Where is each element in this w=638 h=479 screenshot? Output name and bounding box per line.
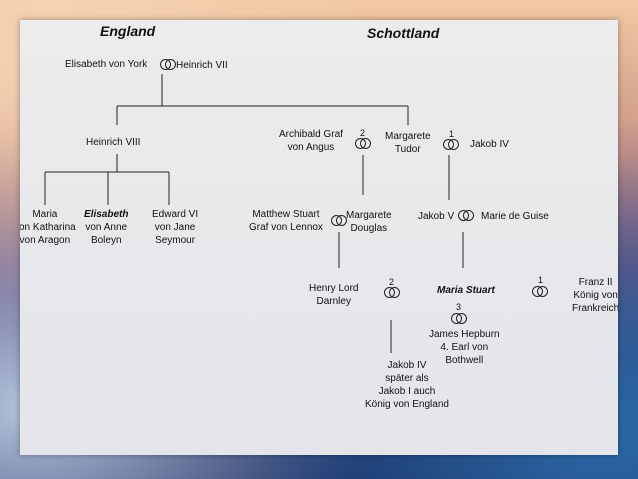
header-england: England: [100, 23, 156, 39]
marriage-number: 2: [360, 128, 366, 138]
person-maria-stuart: Maria Stuart: [437, 285, 495, 296]
marriage-number: 1: [538, 275, 544, 285]
wedding-rings-icon: [329, 215, 349, 227]
header-schottland: Schottland: [367, 25, 440, 41]
wedding-rings-icon: [441, 139, 461, 151]
marriage-number: 2: [389, 277, 395, 287]
wedding-rings-icon: [158, 59, 178, 71]
person-elisabeth-von-york: Elisabeth von York: [65, 59, 148, 70]
person-heinrich-vii: Heinrich VII: [176, 60, 228, 71]
wedding-rings-icon: [530, 286, 550, 298]
person-heinrich-viii: Heinrich VIII: [86, 137, 141, 148]
wedding-rings-icon: [353, 138, 373, 150]
wedding-rings-icon: [382, 287, 402, 299]
connector-lines: [44, 74, 464, 353]
person-marie-de-guise: Marie de Guise: [481, 211, 549, 222]
wedding-rings-icon: [449, 313, 469, 325]
family-tree-diagram: England Schottland Elisabeth von York He…: [20, 20, 618, 455]
marriage-number: 1: [449, 129, 455, 139]
marriage-number: 3: [456, 302, 462, 312]
person-jakob-v: Jakob V: [418, 211, 455, 222]
wedding-rings-icon: [456, 210, 476, 222]
person-jakob-iv: Jakob IV: [470, 139, 509, 150]
